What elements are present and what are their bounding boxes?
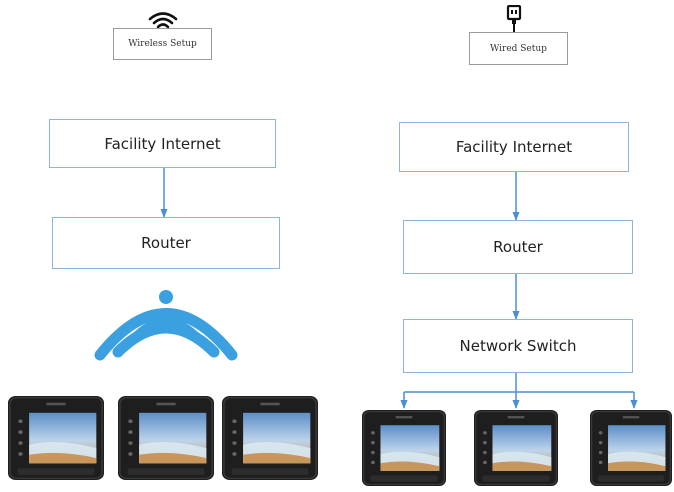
- wired-console-2: [474, 410, 558, 486]
- wired-switch-to-devices-lines: [400, 373, 638, 409]
- wired-network-switch-box: Network Switch: [403, 319, 633, 373]
- wireless-console-3: [222, 396, 318, 480]
- wired-router-box: Router: [403, 220, 633, 274]
- wired-console-1: [362, 410, 446, 486]
- wireless-router-box: Router: [52, 217, 280, 269]
- wireless-setup-label: Wireless Setup: [113, 28, 212, 60]
- wired-console-3: [590, 410, 672, 486]
- wireless-console-1: [8, 396, 104, 480]
- wired-setup-label: Wired Setup: [469, 32, 568, 65]
- wireless-facility-internet-box: Facility Internet: [49, 119, 276, 168]
- wired-facility-internet-box: Facility Internet: [399, 122, 629, 172]
- wireless-signal-waves: [94, 290, 238, 361]
- wireless-console-2: [118, 396, 214, 480]
